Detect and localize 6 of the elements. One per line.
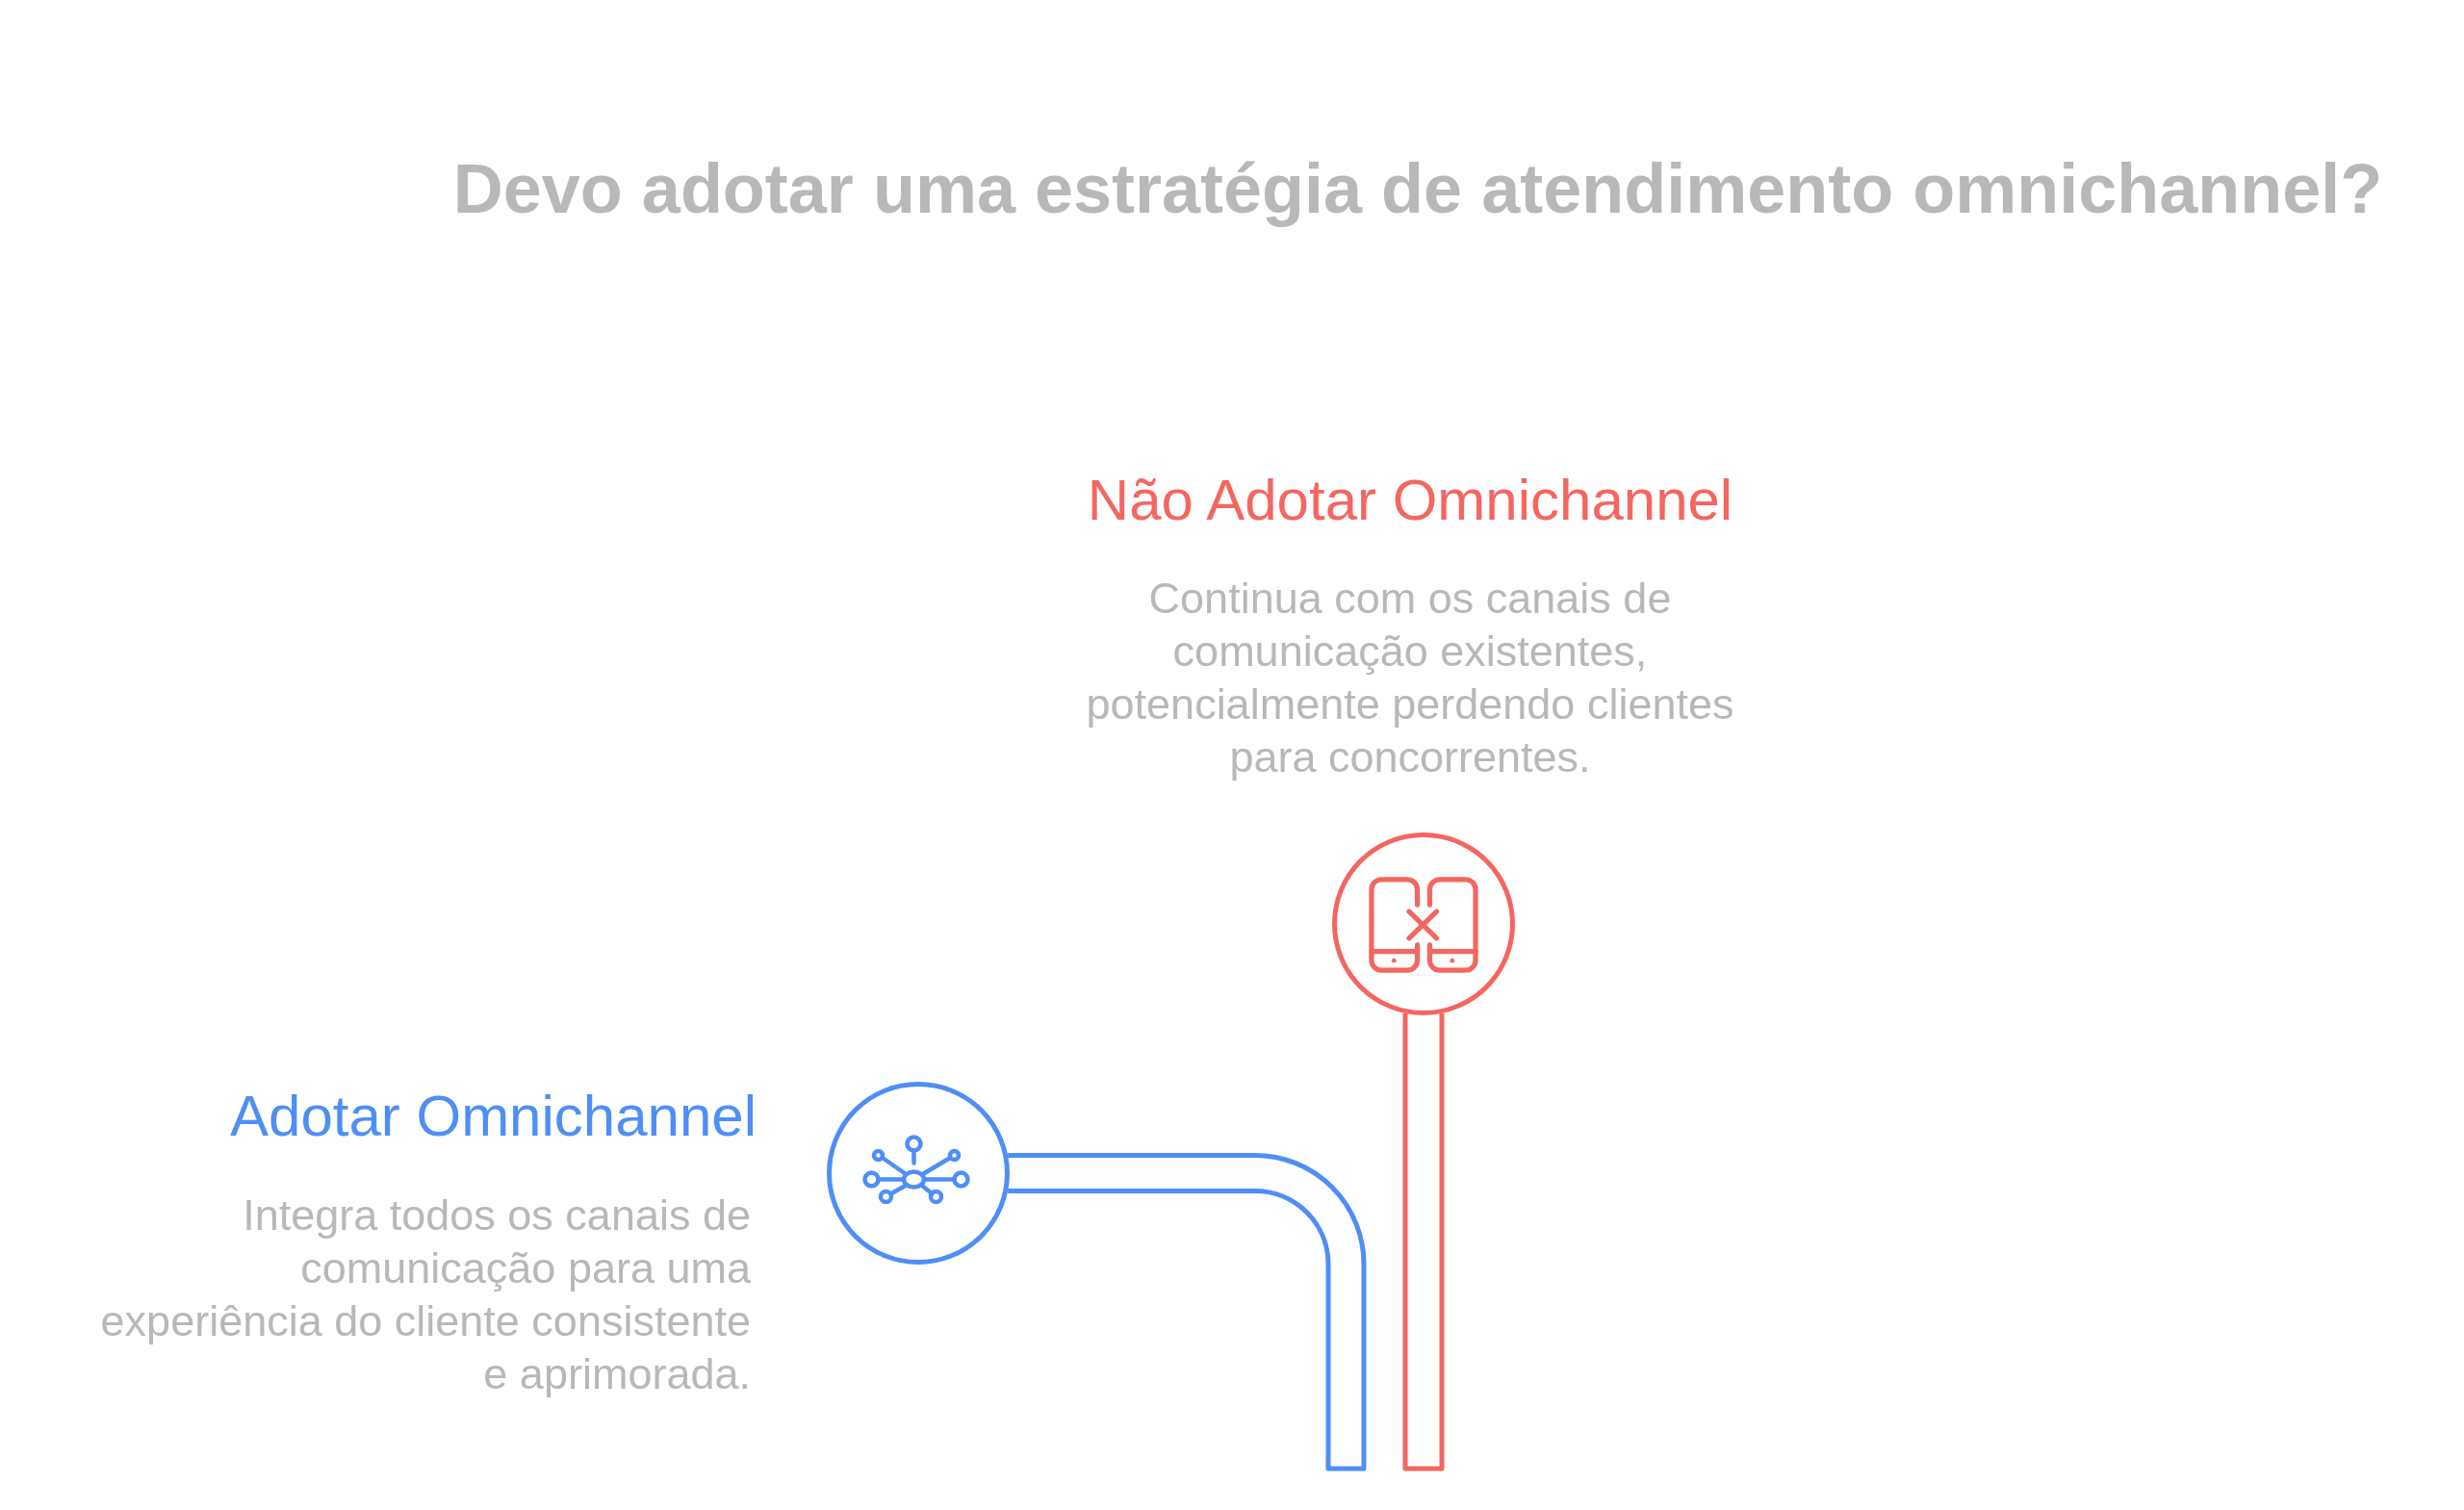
option-title: Não Adotar Omnichannel [1087, 472, 1733, 529]
option-description: Integra todos os canais de comunicação para uma experiência do cliente consistente e aprimorada. [99, 1190, 751, 1400]
pipe-connector [1402, 1013, 1445, 1472]
option-title: Adotar Omnichannel [230, 1088, 757, 1145]
option-description: Continua com os canais de comunicação existentes, potencialmente perdendo clientes para concorrentes. [1085, 573, 1735, 783]
pipe-connector [1008, 1153, 1367, 1472]
